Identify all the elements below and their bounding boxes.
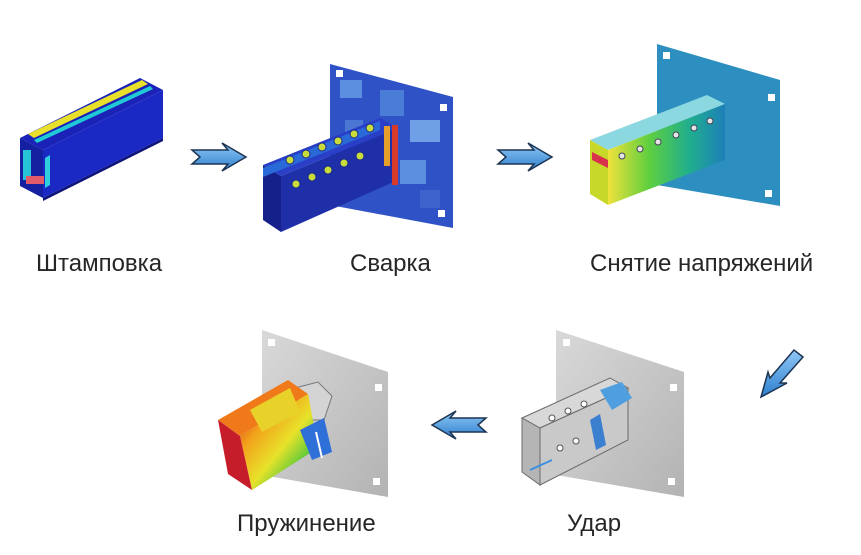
step-label-impact: Удар [567,510,621,538]
step-label-springback: Пружинение [237,510,376,538]
impact-bracket-icon [522,330,684,497]
arrow-right-1 [192,143,246,171]
stress-relief-bracket-icon [590,44,780,206]
arrow-left [432,411,486,439]
step-label-stress-relief: Снятие напряжений [590,250,813,278]
welded-bracket-icon [263,64,453,232]
springback-bracket-icon [218,330,388,497]
arrow-diagonal-down-left [761,350,803,397]
step-label-welding: Сварка [350,250,431,278]
step-label-stamping: Штамповка [36,250,162,278]
arrow-right-2 [498,143,552,171]
stamped-channel-part-icon [20,78,163,201]
